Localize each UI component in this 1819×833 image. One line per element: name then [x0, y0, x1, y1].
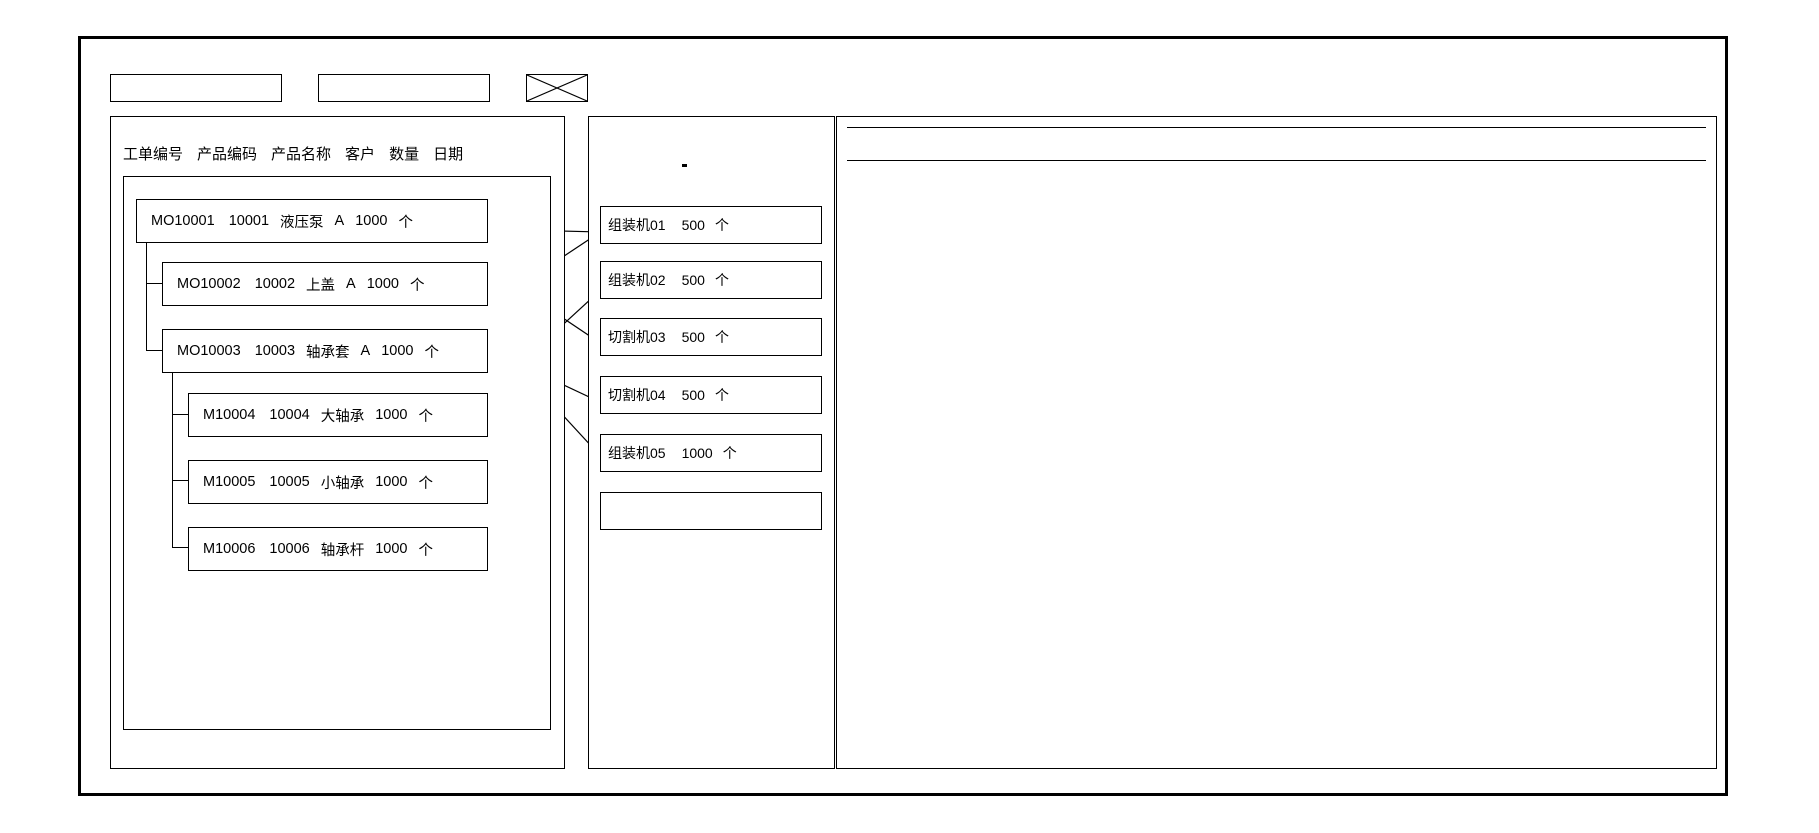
table-row[interactable]: M10006 10006 轴承杆 1000 个	[188, 527, 488, 571]
machine-quantity: 500	[681, 387, 705, 403]
column-header-customer: 客户	[345, 146, 376, 163]
cell-customer: A	[360, 343, 371, 359]
machine-quantity: 500	[681, 329, 705, 345]
cell-product-name: 小轴承	[320, 475, 365, 492]
column-header-product-code: 产品编码	[197, 146, 258, 163]
cell-quantity: 1000	[381, 343, 414, 359]
machine-unit: 个	[714, 387, 729, 403]
cell-unit: 个	[418, 542, 434, 559]
cell-quantity: 1000	[375, 541, 408, 557]
table-row[interactable]: M10004 10004 大轴承 1000 个	[188, 393, 488, 437]
cell-unit: 个	[424, 344, 439, 361]
cell-unit: 个	[418, 408, 434, 425]
machine-unit: 个	[714, 272, 729, 288]
cell-work-order: MO10001	[151, 213, 215, 229]
cell-product-name: 轴承套	[306, 344, 350, 361]
detail-panel	[836, 116, 1717, 769]
list-item[interactable]: 切割机03 500 个	[600, 318, 822, 356]
cell-unit: 个	[409, 277, 425, 294]
tree-connector	[172, 373, 188, 548]
machine-name: 切割机04	[608, 387, 666, 403]
toolbar-field-2[interactable]	[318, 74, 490, 102]
cell-work-order: M10005	[203, 474, 256, 490]
panels-container: 工单编号 产品编码 产品名称 客户 数量 日期 MO10001 10001 液压…	[110, 116, 1717, 775]
column-header-date: 日期	[433, 146, 464, 163]
machine-schedule-panel: 组装机01 500 个 组装机02 500 个 切割机03 500 个 切割机0…	[588, 116, 835, 769]
list-item[interactable]	[600, 492, 822, 530]
list-item[interactable]: 组装机01 500 个	[600, 206, 822, 244]
toolbar-field-1[interactable]	[110, 74, 282, 102]
list-item[interactable]: 组装机05 1000 个	[600, 434, 822, 472]
cell-product-code: 10001	[228, 213, 270, 229]
app-window: 工单编号 产品编码 产品名称 客户 数量 日期 MO10001 10001 液压…	[78, 36, 1728, 796]
table-row[interactable]: MO10003 10003 轴承套 A 1000 个	[162, 329, 488, 373]
cell-product-name: 上盖	[306, 277, 336, 294]
table-row[interactable]: MO10001 10001 液压泵 A 1000 个	[136, 199, 488, 243]
cell-product-code: 10004	[269, 407, 310, 423]
machine-quantity: 500	[681, 217, 705, 233]
machine-name: 组装机05	[608, 445, 666, 461]
detail-body[interactable]	[847, 161, 1706, 758]
work-order-column-headers: 工单编号 产品编码 产品名称 客户 数量 日期	[123, 143, 556, 164]
detail-header-row	[847, 127, 1706, 161]
cell-work-order: MO10002	[177, 276, 241, 292]
cell-work-order: M10004	[203, 407, 256, 423]
machine-unit: 个	[714, 217, 729, 233]
cell-quantity: 1000	[375, 474, 408, 490]
cell-quantity: 1000	[375, 407, 408, 423]
cell-customer: A	[334, 213, 345, 229]
crossed-box-placeholder-icon[interactable]	[526, 74, 588, 102]
cell-quantity: 1000	[355, 213, 388, 229]
work-order-panel: 工单编号 产品编码 产品名称 客户 数量 日期 MO10001 10001 液压…	[110, 116, 565, 769]
dot-marker-icon	[682, 164, 687, 167]
work-order-tree: MO10001 10001 液压泵 A 1000 个 MO10002 10002…	[123, 176, 551, 730]
machine-quantity: 500	[681, 272, 705, 288]
machine-unit: 个	[714, 329, 729, 345]
column-header-product-name: 产品名称	[271, 146, 332, 163]
cell-quantity: 1000	[366, 276, 399, 292]
cell-work-order: M10006	[203, 541, 256, 557]
list-item[interactable]: 切割机04 500 个	[600, 376, 822, 414]
list-item[interactable]: 组装机02 500 个	[600, 261, 822, 299]
machine-quantity: 1000	[681, 445, 713, 461]
cell-product-code: 10006	[269, 541, 310, 557]
toolbar	[110, 73, 588, 103]
cell-product-name: 液压泵	[280, 214, 324, 231]
table-row[interactable]: MO10002 10002 上盖 A 1000 个	[162, 262, 488, 306]
cell-work-order: MO10003	[177, 343, 241, 359]
cell-customer: A	[346, 276, 356, 292]
cell-unit: 个	[398, 214, 413, 231]
crossed-box-icon-svg	[527, 75, 587, 101]
machine-name: 组装机02	[608, 272, 666, 288]
cell-product-code: 10005	[269, 474, 310, 490]
cell-product-name: 大轴承	[320, 408, 365, 425]
machine-name: 组装机01	[608, 217, 666, 233]
cell-product-code: 10003	[254, 343, 296, 359]
cell-product-code: 10002	[254, 276, 296, 292]
machine-unit: 个	[722, 445, 737, 461]
cell-product-name: 轴承杆	[320, 542, 365, 559]
tree-connector	[146, 243, 162, 351]
column-header-work-order: 工单编号	[123, 146, 184, 163]
column-header-quantity: 数量	[389, 146, 420, 163]
table-row[interactable]: M10005 10005 小轴承 1000 个	[188, 460, 488, 504]
cell-unit: 个	[418, 475, 434, 492]
machine-name: 切割机03	[608, 329, 666, 345]
